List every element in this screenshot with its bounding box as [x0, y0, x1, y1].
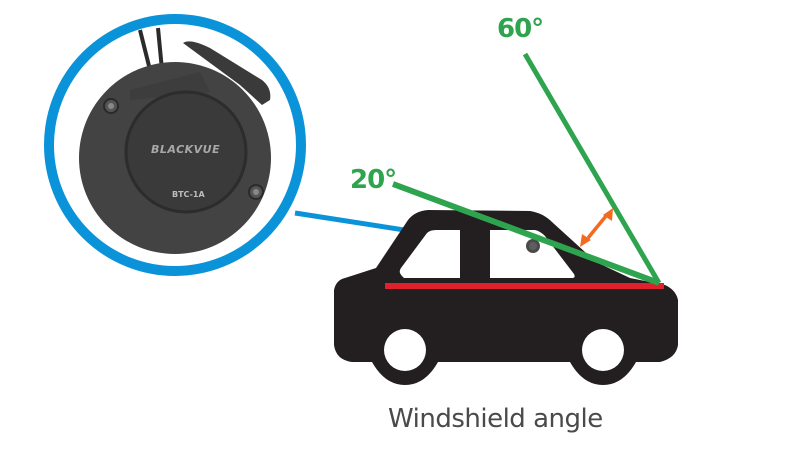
device-model-label: BTC-1A [172, 190, 205, 199]
angle-max-label: 60° [497, 14, 544, 44]
angle-range-arrow-icon [580, 208, 613, 247]
device-zoom-inset [44, 14, 306, 276]
line-20-degree [391, 181, 661, 286]
car-silhouette [334, 210, 678, 385]
line-60-degree [522, 52, 662, 285]
device-brand-label: BLACKVUE [151, 143, 221, 156]
diagram-caption: Windshield angle [388, 404, 603, 434]
callout-ring [44, 14, 306, 276]
angle-min-label: 20° [350, 165, 397, 195]
